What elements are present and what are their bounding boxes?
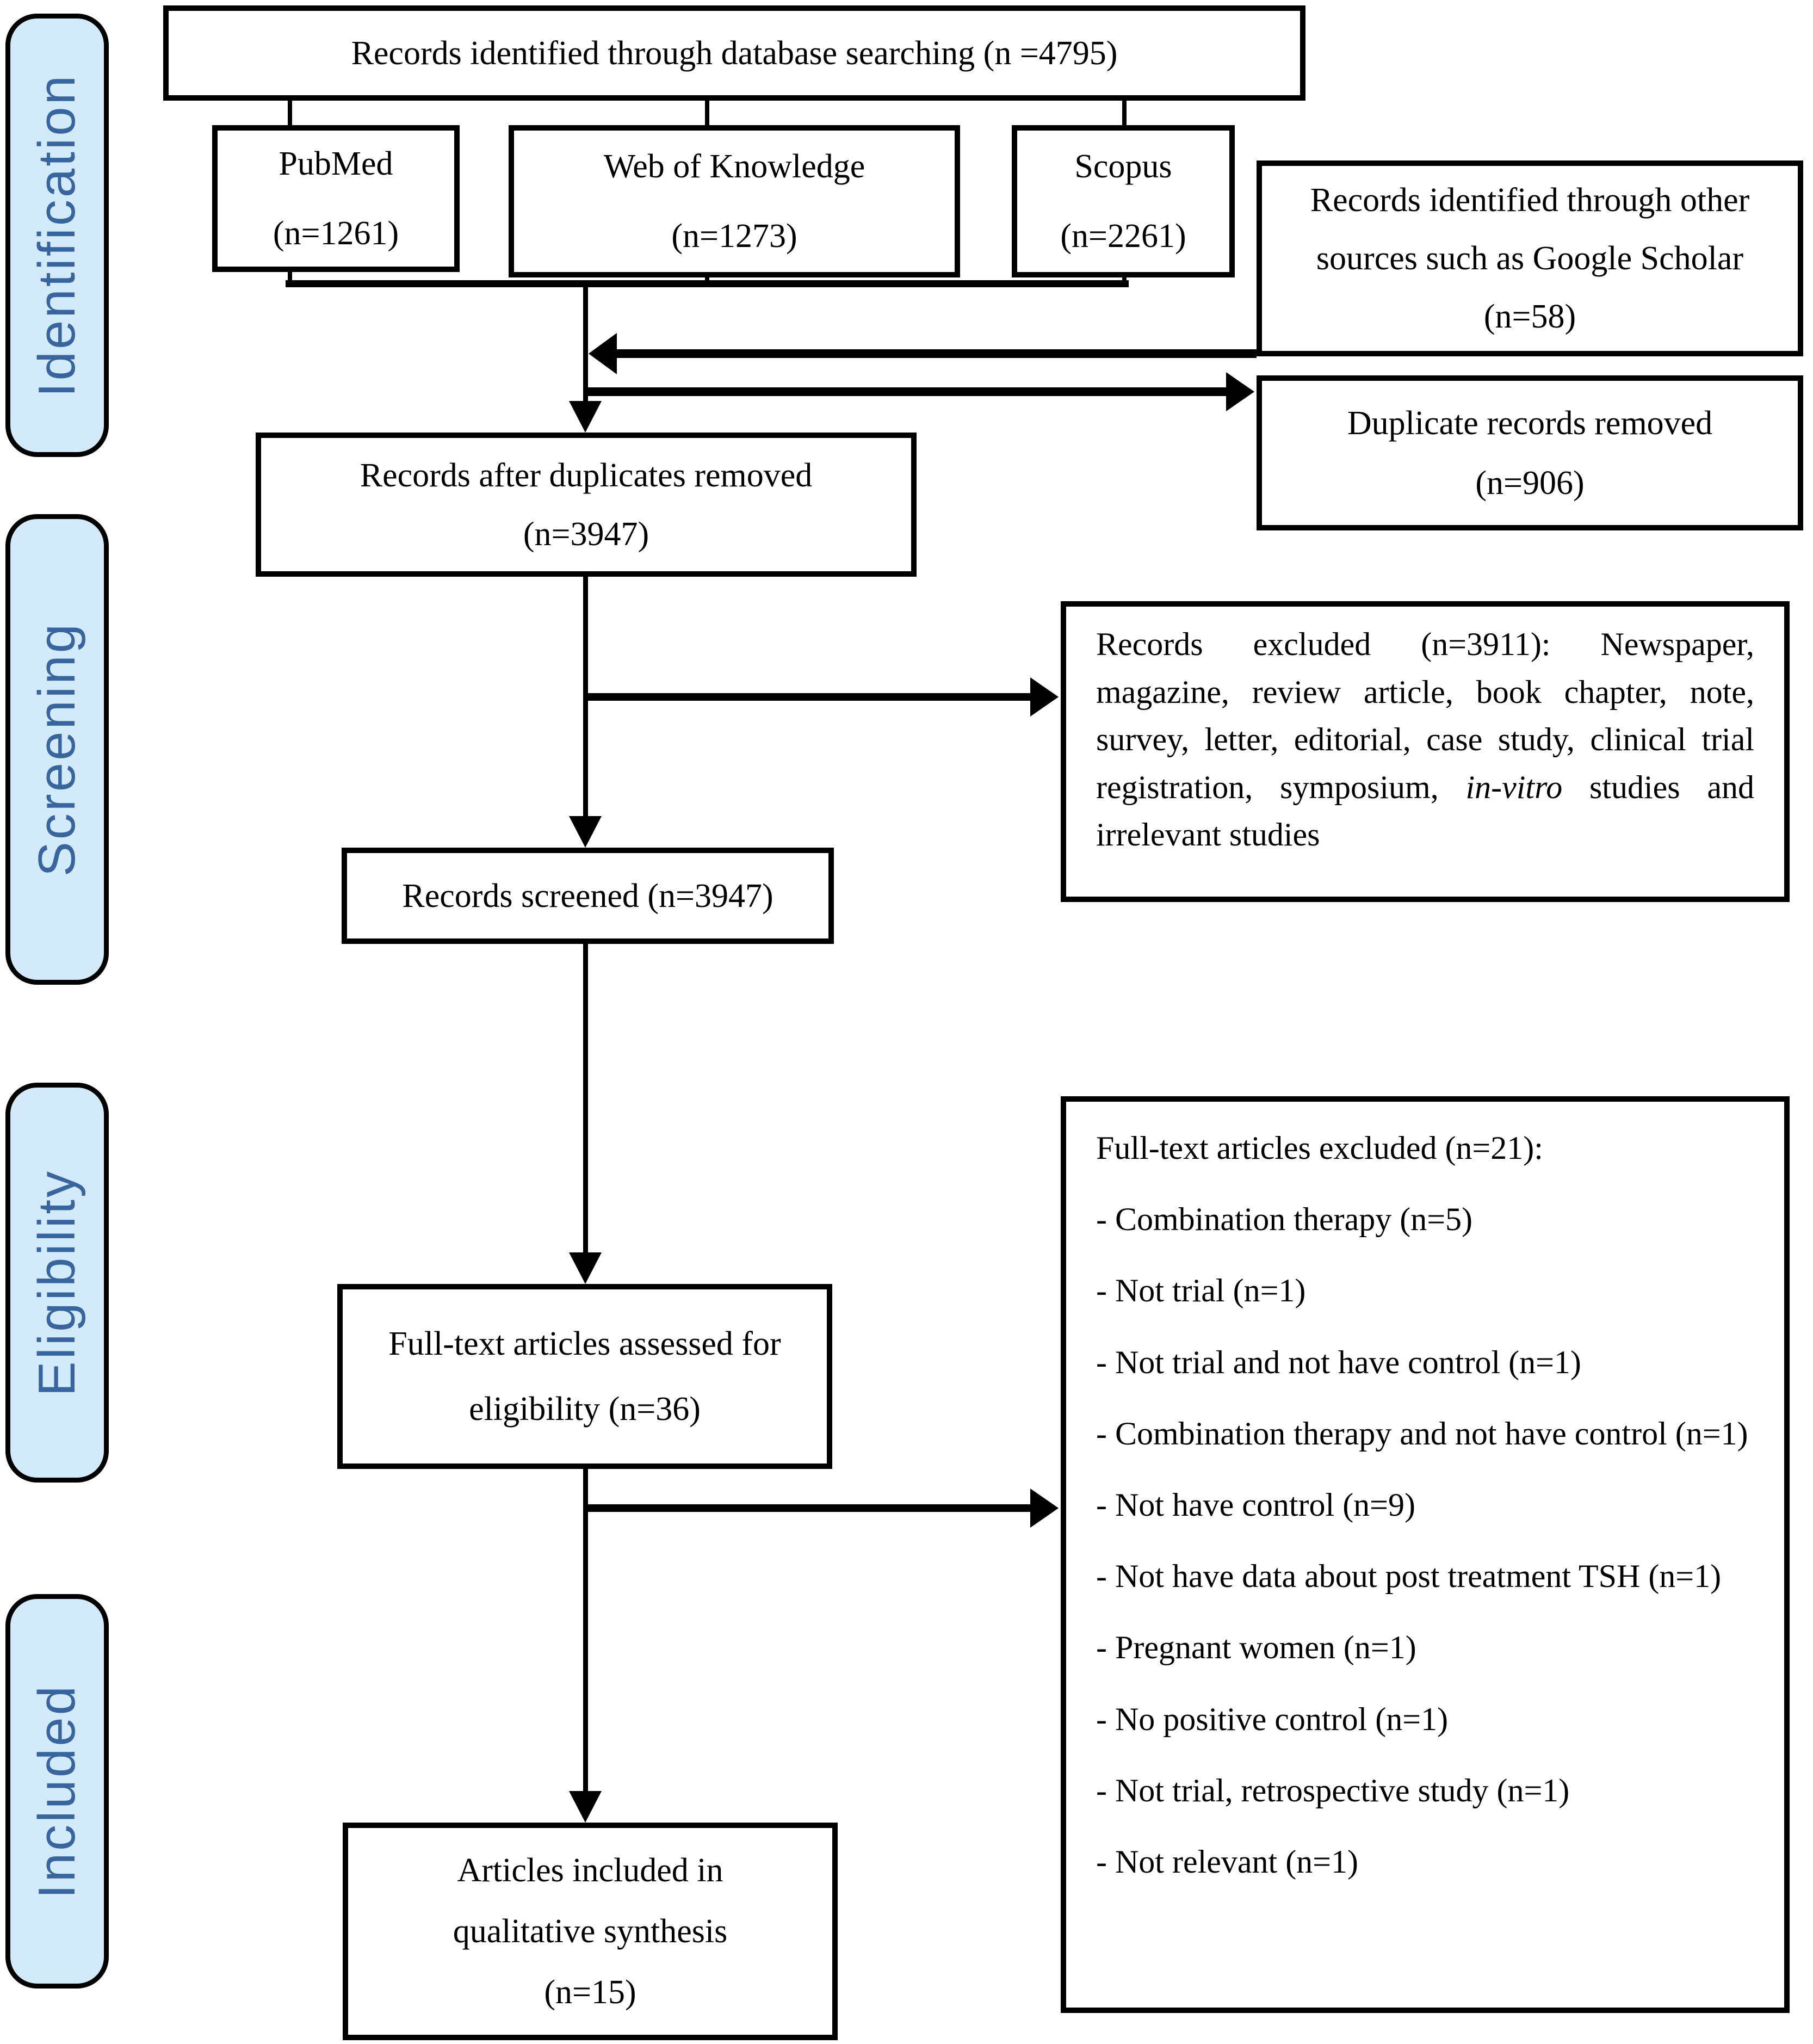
box-other-sources-line3: (n=58): [1483, 298, 1576, 335]
box-included-synthesis: Articles included in qualitative synthes…: [343, 1823, 838, 2040]
arrow-from-other-sources-head: [589, 333, 617, 374]
connector-pubmed-collector: [288, 271, 292, 284]
box-fulltext-assessed: Full-text articles assessed for eligibil…: [337, 1284, 832, 1469]
box-included-line1: Articles included in: [457, 1852, 723, 1889]
fulltext-excluded-item: - Not have control (n=9): [1096, 1486, 1415, 1523]
box-included-line3: (n=15): [544, 1974, 636, 2011]
connector-topbox-pubmed: [288, 101, 292, 128]
box-fulltext-assessed-line1: Full-text articles assessed for: [388, 1325, 781, 1362]
arrow-to-included-shaft: [583, 1469, 588, 1795]
box-fulltext-assessed-line2: eligibility (n=36): [469, 1391, 701, 1428]
arrow-to-fulltext-excluded-shaft: [585, 1504, 1030, 1512]
fulltext-excluded-item: - No positive control (n=1): [1096, 1701, 1449, 1737]
stage-bar-included: Included: [5, 1594, 109, 1989]
arrow-to-included-head: [569, 1791, 602, 1823]
arrow-to-records-excluded-shaft: [585, 693, 1030, 701]
box-records-excluded: Records excluded (n=3911): Newspaper, ma…: [1061, 601, 1790, 902]
box-fulltext-excluded: Full-text articles excluded (n=21): - Co…: [1061, 1096, 1790, 2013]
box-pubmed: PubMed (n=1261): [212, 125, 460, 272]
fulltext-excluded-item: - Not trial and not have control (n=1): [1096, 1344, 1581, 1380]
fulltext-excluded-header: Full-text articles excluded (n=21):: [1096, 1130, 1543, 1166]
arrow-to-after-duplicates-shaft: [583, 280, 588, 405]
box-pubmed-line2: (n=1261): [273, 215, 399, 252]
fulltext-excluded-item: - Not relevant (n=1): [1096, 1843, 1358, 1880]
box-duplicates-removed-line1: Duplicate records removed: [1347, 404, 1713, 442]
box-web-of-knowledge-line2: (n=1273): [671, 218, 797, 255]
box-other-sources: Records identified through other sources…: [1257, 160, 1803, 356]
connector-topbox-scopus: [1122, 101, 1127, 128]
arrow-to-screened-head: [569, 816, 602, 848]
arrow-to-records-excluded-head: [1030, 677, 1059, 717]
stage-label-eligibility: Eligibility: [28, 1169, 86, 1397]
stage-bar-eligibility: Eligibility: [5, 1083, 109, 1483]
box-database-search: Records identified through database sear…: [163, 5, 1305, 101]
box-scopus-line1: Scopus: [1074, 148, 1172, 185]
fulltext-excluded-item: - Combination therapy and not have contr…: [1096, 1415, 1748, 1452]
box-other-sources-line1: Records identified through other: [1310, 181, 1750, 219]
box-after-duplicates-line2: (n=3947): [523, 515, 649, 553]
fulltext-excluded-item: - Combination therapy (n=5): [1096, 1201, 1473, 1238]
box-pubmed-line1: PubMed: [279, 145, 393, 182]
box-included-line2: qualitative synthesis: [453, 1913, 728, 1950]
arrow-to-after-duplicates-head: [569, 401, 602, 433]
fulltext-excluded-item: - Pregnant women (n=1): [1096, 1629, 1416, 1666]
box-after-duplicates: Records after duplicates removed (n=3947…: [256, 433, 917, 577]
arrow-to-fulltext-assessed-head: [569, 1252, 602, 1284]
arrow-to-duplicates-removed-head: [1226, 372, 1254, 411]
arrow-from-other-sources-shaft: [617, 349, 1257, 358]
arrow-to-fulltext-assessed-shaft: [583, 944, 588, 1257]
stage-label-included: Included: [28, 1684, 86, 1899]
box-scopus-line2: (n=2261): [1060, 218, 1186, 255]
stage-label-screening: Screening: [28, 622, 86, 877]
connector-topbox-wok: [705, 101, 709, 128]
box-duplicates-removed-line2: (n=906): [1475, 464, 1585, 502]
fulltext-excluded-item: - Not trial, retrospective study (n=1): [1096, 1772, 1570, 1808]
box-other-sources-line2: sources such as Google Scholar: [1316, 239, 1744, 277]
fulltext-excluded-item: - Not trial (n=1): [1096, 1273, 1306, 1309]
arrow-to-fulltext-excluded-head: [1030, 1489, 1059, 1528]
box-records-screened: Records screened (n=3947): [342, 848, 834, 944]
box-records-screened-text: Records screened (n=3947): [402, 877, 774, 915]
arrow-to-duplicates-removed-shaft: [585, 387, 1226, 396]
box-web-of-knowledge-line1: Web of Knowledge: [603, 148, 865, 185]
stage-label-identification: Identification: [28, 73, 86, 397]
fulltext-excluded-item: - Not have data about post treatment TSH…: [1096, 1558, 1722, 1595]
stage-bar-screening: Screening: [5, 514, 109, 985]
box-scopus: Scopus (n=2261): [1012, 125, 1235, 277]
records-excluded-italic-text: in-vitro: [1465, 769, 1563, 805]
stage-bar-identification: Identification: [5, 14, 109, 457]
collector-line: [286, 280, 1129, 287]
box-duplicates-removed: Duplicate records removed (n=906): [1257, 375, 1803, 530]
box-web-of-knowledge: Web of Knowledge (n=1273): [509, 125, 960, 277]
records-excluded-text: Records excluded (n=3911): Newspaper, ma…: [1096, 626, 1754, 805]
box-after-duplicates-line1: Records after duplicates removed: [360, 456, 813, 494]
records-excluded-text-end: studies and irrelevant studies: [1096, 769, 1754, 853]
box-database-search-text: Records identified through database sear…: [351, 34, 1118, 72]
